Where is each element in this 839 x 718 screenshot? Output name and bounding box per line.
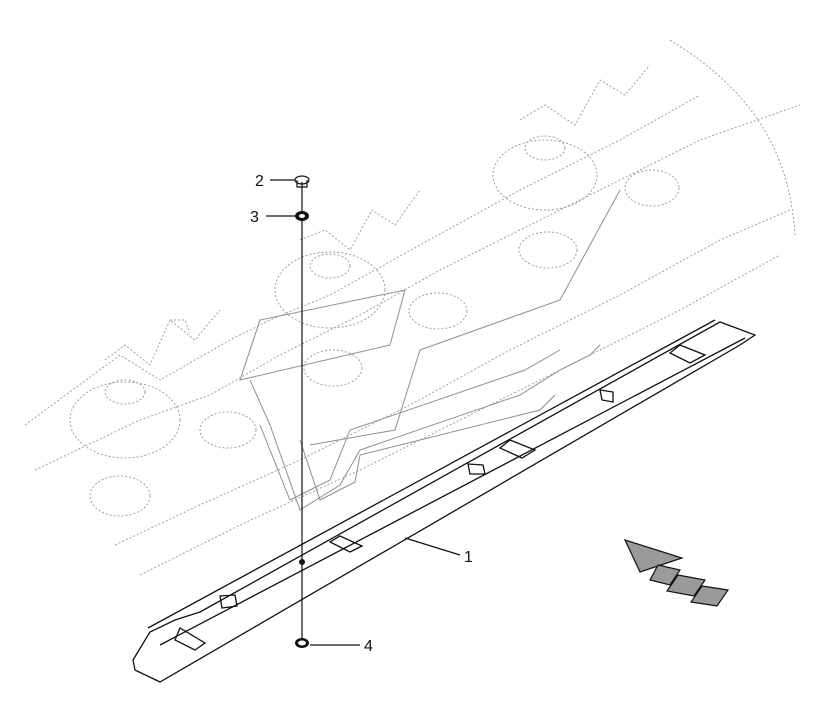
ghost-rotor-left xyxy=(69,379,257,517)
knife-guard-strip xyxy=(132,319,757,683)
callout-2: 2 xyxy=(255,173,264,190)
callout-1: 1 xyxy=(464,549,473,566)
direction-arrow-icon xyxy=(623,539,730,607)
washer-part-3 xyxy=(295,211,309,221)
ghost-rotor-right xyxy=(492,135,680,269)
callout-3: 3 xyxy=(250,209,259,226)
assembly-line xyxy=(299,182,305,645)
ghost-knives xyxy=(104,64,651,366)
callout-4: 4 xyxy=(364,638,373,655)
callout-leaders xyxy=(266,179,461,646)
ghost-cutterbar xyxy=(24,39,801,576)
ghost-logo xyxy=(239,189,621,511)
ghost-rotor-middle xyxy=(274,251,468,387)
nut-part-4 xyxy=(295,638,309,648)
